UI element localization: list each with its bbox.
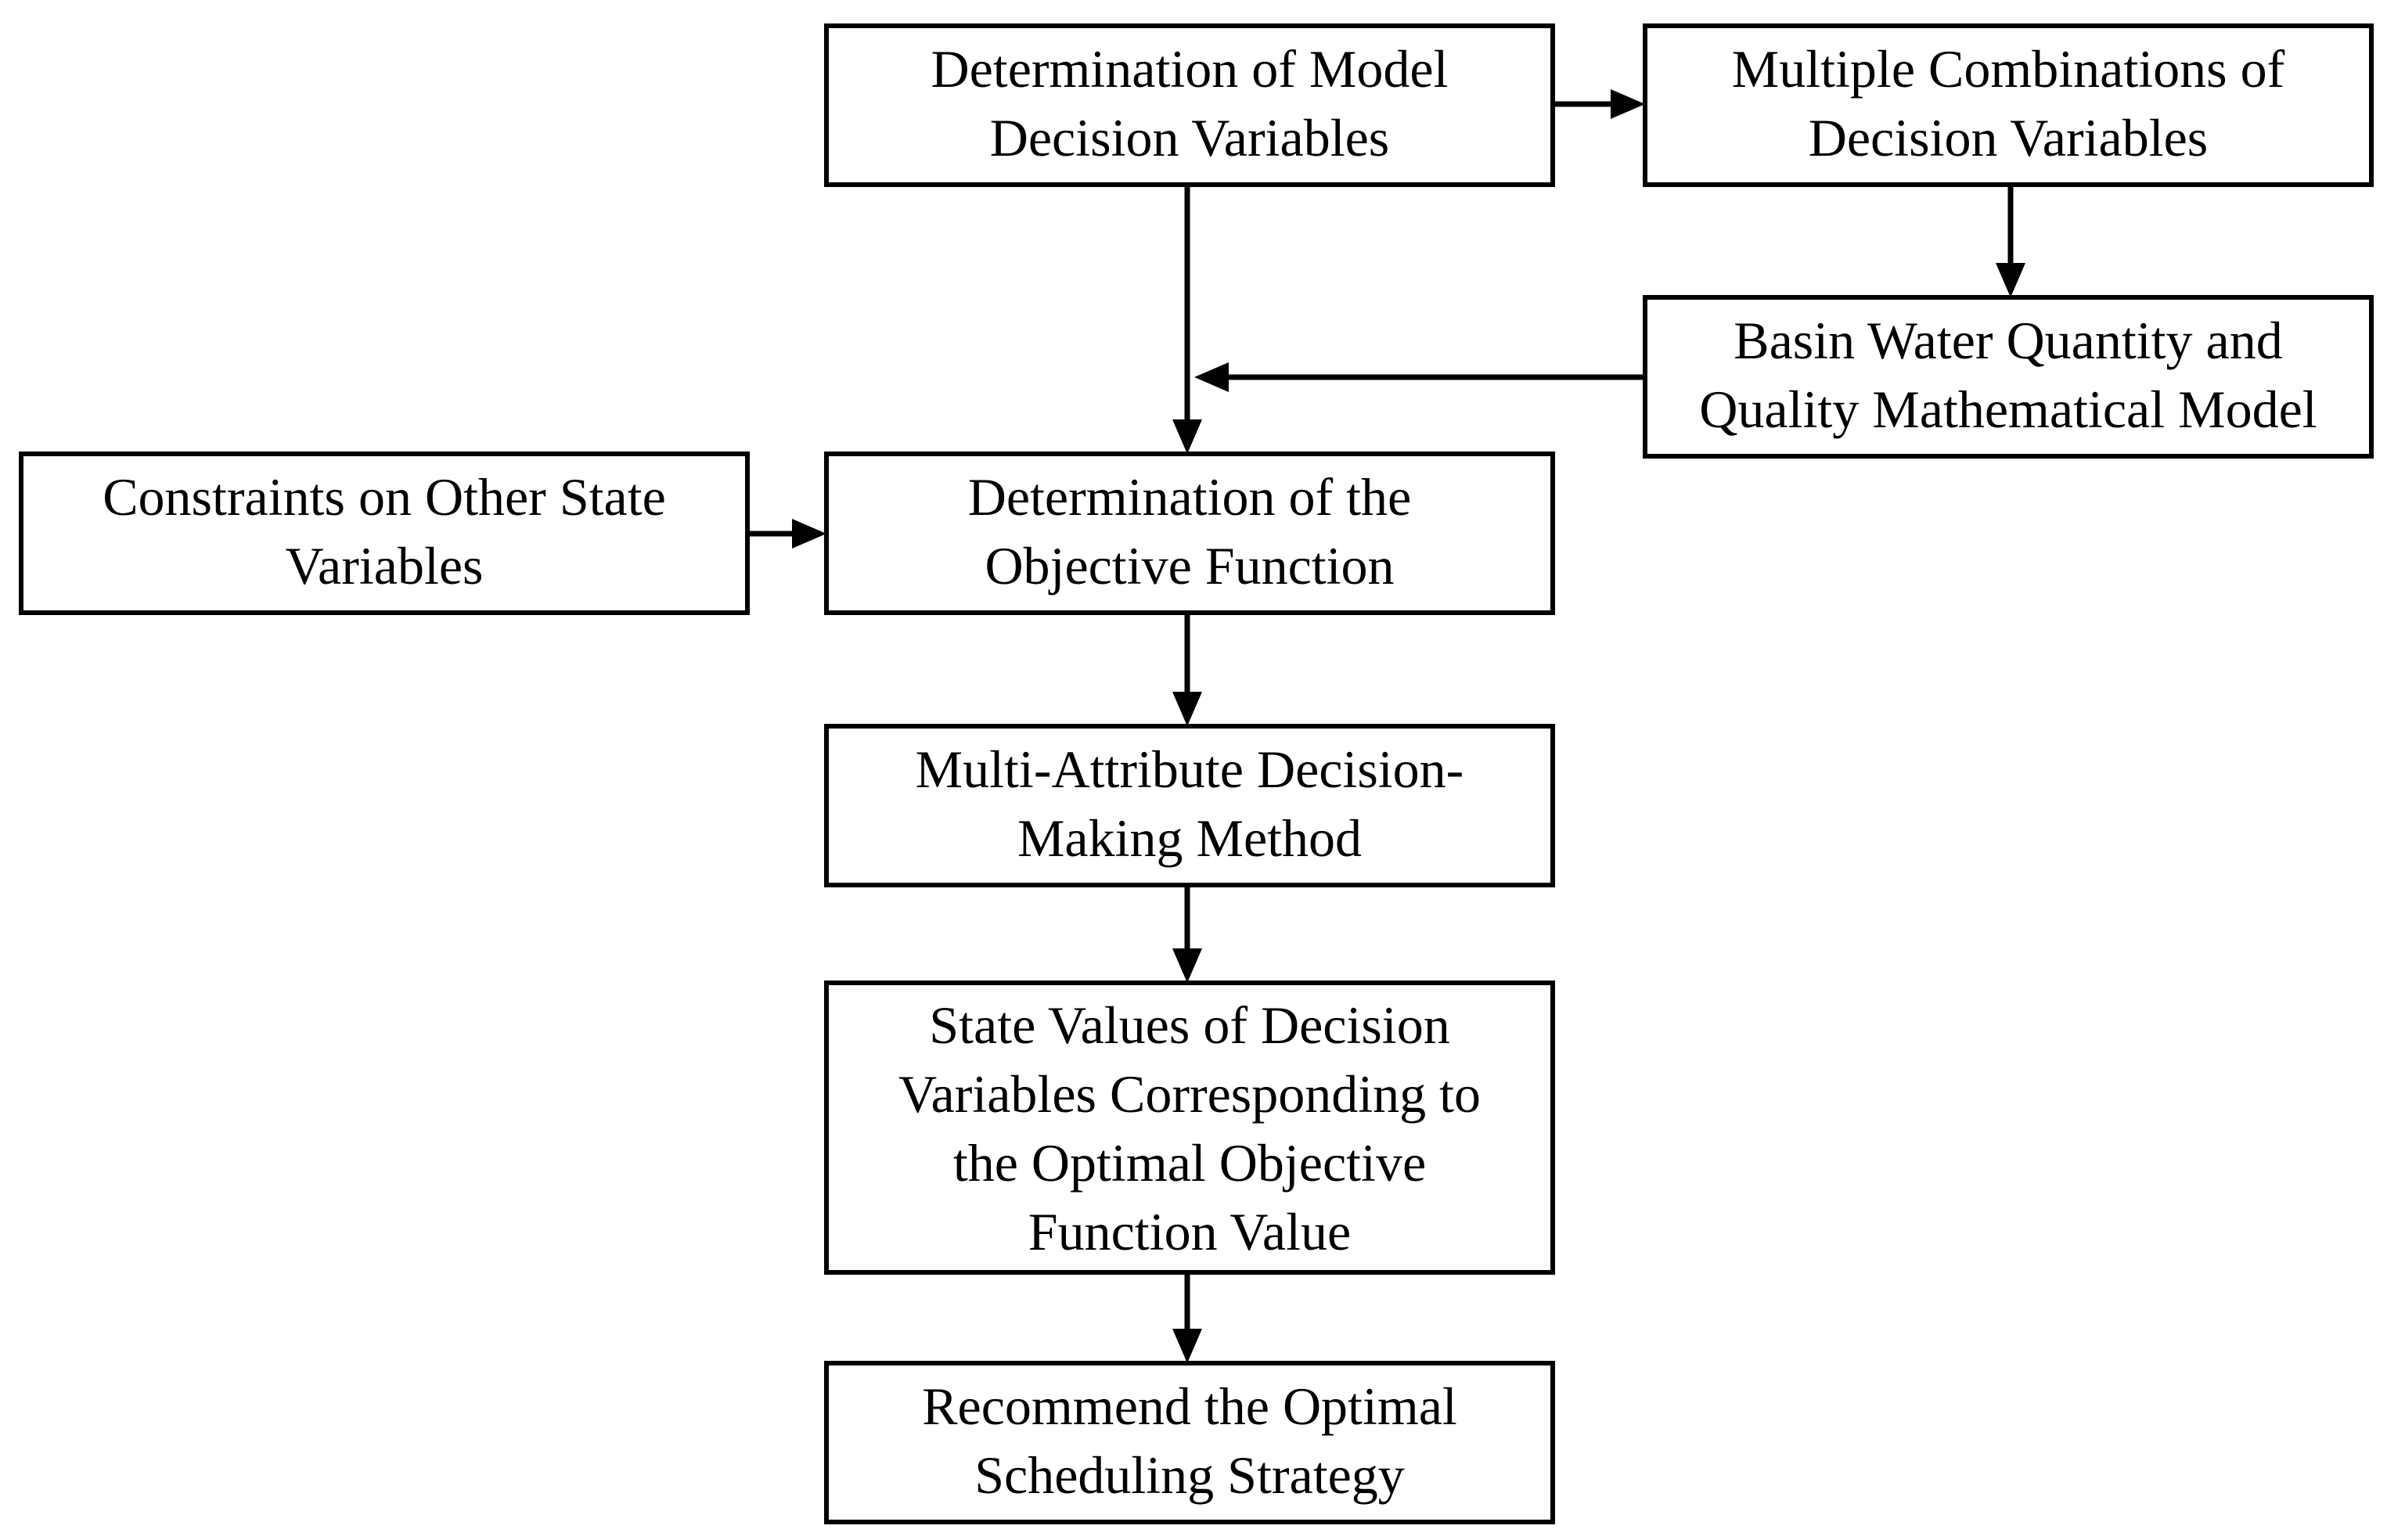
- arrowhead-basin: [1996, 263, 2025, 297]
- node-label-line: Constraints on Other State: [103, 467, 666, 527]
- node-model-decision-variables: Determination of Model Decision Variable…: [824, 23, 1555, 187]
- arrowhead-objective-left: [792, 519, 826, 549]
- arrowhead-objective-top: [1172, 419, 1202, 454]
- node-box: [19, 452, 750, 615]
- arrowhead-combinations: [1611, 89, 1645, 119]
- node-label-line: Basin Water Quantity and: [1734, 311, 2282, 370]
- node-box: [824, 452, 1555, 615]
- node-label-line: Decision Variables: [990, 108, 1390, 167]
- node-recommend-strategy: Recommend the Optimal Scheduling Strateg…: [824, 1361, 1555, 1524]
- node-label-line: Variables Corresponding to: [898, 1064, 1481, 1124]
- arrowhead-state-values: [1172, 948, 1202, 983]
- node-state-values: State Values of Decision Variables Corre…: [824, 980, 1555, 1275]
- arrowhead-madm: [1172, 692, 1202, 726]
- node-label-line: State Values of Decision: [929, 995, 1449, 1055]
- node-label-line: Making Method: [1017, 808, 1362, 868]
- node-constraints: Constraints on Other State Variables: [19, 452, 750, 615]
- node-objective-function: Determination of the Objective Function: [824, 452, 1555, 615]
- node-label-line: Objective Function: [985, 536, 1394, 595]
- node-label-line: Multiple Combinations of: [1732, 39, 2285, 99]
- node-label-line: Function Value: [1028, 1202, 1351, 1261]
- node-box: [824, 1361, 1555, 1524]
- node-basin-model: Basin Water Quantity and Quality Mathema…: [1643, 295, 2374, 459]
- node-madm-method: Multi-Attribute Decision- Making Method: [824, 724, 1555, 887]
- node-label-line: Scheduling Strategy: [974, 1445, 1405, 1505]
- node-label-line: the Optimal Objective: [953, 1133, 1426, 1193]
- node-label-line: Recommend the Optimal: [922, 1376, 1457, 1436]
- arrowhead-main-flow: [1194, 362, 1229, 392]
- node-box: [1643, 295, 2374, 459]
- edges: [747, 89, 2025, 1363]
- node-box: [824, 23, 1555, 187]
- arrowhead-recommend: [1172, 1329, 1202, 1363]
- node-label-line: Variables: [285, 536, 483, 595]
- node-box: [824, 980, 1555, 1275]
- node-label-line: Determination of Model: [931, 39, 1449, 99]
- node-label-line: Determination of the: [968, 467, 1411, 527]
- node-label-line: Multi-Attribute Decision-: [916, 739, 1464, 799]
- node-label-line: Decision Variables: [1809, 108, 2209, 167]
- node-label-line: Quality Mathematical Model: [1699, 380, 2317, 439]
- node-multiple-combinations: Multiple Combinations of Decision Variab…: [1643, 23, 2374, 187]
- node-box: [824, 724, 1555, 887]
- node-box: [1643, 23, 2374, 187]
